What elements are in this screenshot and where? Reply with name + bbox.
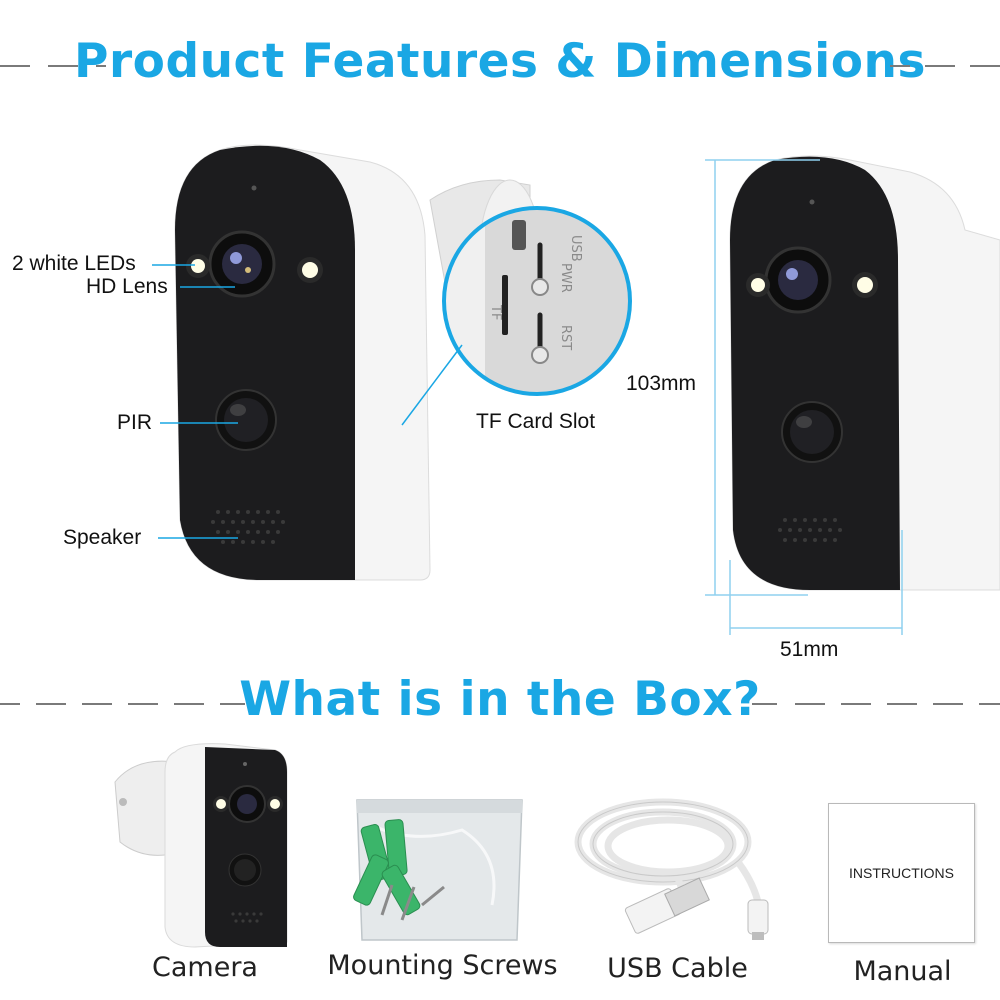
dimension-width-label: 51mm xyxy=(780,638,839,661)
screws-bag-icon xyxy=(353,799,523,941)
label-white-leds: 2 white LEDs xyxy=(12,252,136,275)
features-title: Product Features & Dimensions xyxy=(74,34,926,89)
manual-cover-text: INSTRUCTIONS xyxy=(849,865,954,881)
label-speaker: Speaker xyxy=(63,526,142,549)
slot-marking-usb: USB xyxy=(568,235,583,262)
usb-cable-icon xyxy=(574,798,769,940)
label-pir: PIR xyxy=(117,411,153,434)
slot-marking-rst: RST xyxy=(558,325,573,350)
label-tf-card-slot: TF Card Slot xyxy=(476,410,596,433)
camera-icon xyxy=(114,743,288,948)
box-title: What is in the Box? xyxy=(239,672,761,727)
box-item-label-mounting-screws: Mounting Screws xyxy=(327,950,558,981)
slot-marking-pwr: PWR xyxy=(558,263,573,293)
box-item-label-usb-cable: USB Cable xyxy=(607,953,748,984)
manual-icon: INSTRUCTIONS xyxy=(828,803,975,943)
box-item-label-manual: Manual xyxy=(853,956,952,987)
box-item-label-camera: Camera xyxy=(152,952,258,983)
camera-dimension-illustration xyxy=(705,155,1000,635)
label-hd-lens: HD Lens xyxy=(86,275,168,298)
tf-slot-zoom-circle: USB PWR RST TF xyxy=(442,206,632,396)
dimension-height-label: 103mm xyxy=(626,372,697,395)
slot-marking-tf: TF xyxy=(488,304,503,320)
